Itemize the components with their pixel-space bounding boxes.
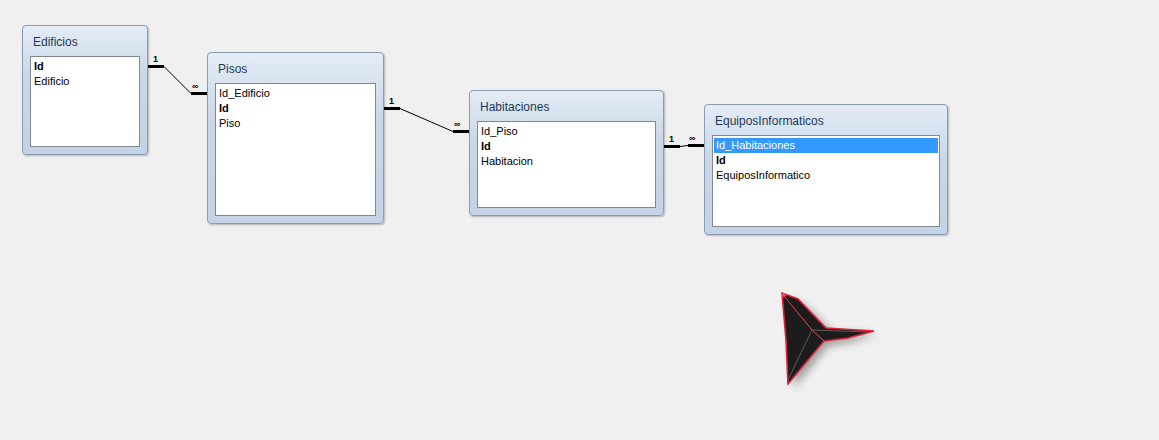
relationship-path: [148, 67, 207, 94]
field-name: Id_Edificio: [217, 86, 374, 101]
table-title: EquiposInformaticos: [705, 105, 947, 126]
join-stub: [664, 145, 680, 148]
cardinality-mark: ∞: [454, 119, 460, 129]
table-window: EquiposInformaticosId_HabitacionesIdEqui…: [704, 104, 948, 235]
join-stub: [191, 92, 207, 95]
table-window: HabitacionesId_PisoIdHabitacion: [469, 90, 664, 216]
field-name: Id: [32, 59, 138, 74]
field-name: Id: [714, 153, 938, 168]
field-list: IdEdificio: [30, 56, 140, 147]
join-stub: [148, 65, 164, 68]
table-title: Habitaciones: [470, 91, 663, 112]
table-title: Edificios: [23, 26, 147, 47]
table-window: EdificiosIdEdificio: [22, 25, 148, 155]
cardinality-mark: ∞: [689, 133, 695, 143]
relationship-path: [384, 109, 469, 132]
field-name: Piso: [217, 116, 374, 131]
relationship-line: [664, 146, 704, 147]
cardinality-mark: 1: [389, 96, 394, 106]
join-stub: [453, 130, 469, 133]
field-name: Id: [479, 139, 654, 154]
cardinality-mark: 1: [153, 54, 158, 64]
join-stub: [384, 107, 400, 110]
field-list: Id_PisoIdHabitacion: [477, 121, 656, 208]
field-name: Edificio: [32, 74, 138, 89]
field-name: Id_Habitaciones: [714, 138, 938, 153]
field-list: Id_HabitacionesIdEquiposInformatico: [712, 135, 940, 227]
field-list: Id_EdificioIdPiso: [215, 83, 376, 216]
cardinality-mark: 1: [669, 134, 674, 144]
field-name: Id_Piso: [479, 124, 654, 139]
table-title: Pisos: [208, 53, 383, 74]
relationship-path: [664, 146, 704, 147]
cardinality-mark: ∞: [192, 81, 198, 91]
table-window: PisosId_EdificioIdPiso: [207, 52, 384, 224]
field-name: EquiposInformatico: [714, 168, 938, 183]
join-stub: [688, 144, 704, 147]
field-name: Id: [217, 101, 374, 116]
field-name: Habitacion: [479, 154, 654, 169]
relationship-line: [384, 109, 469, 132]
cursor-icon: [782, 293, 878, 388]
relationship-line: [148, 67, 207, 94]
